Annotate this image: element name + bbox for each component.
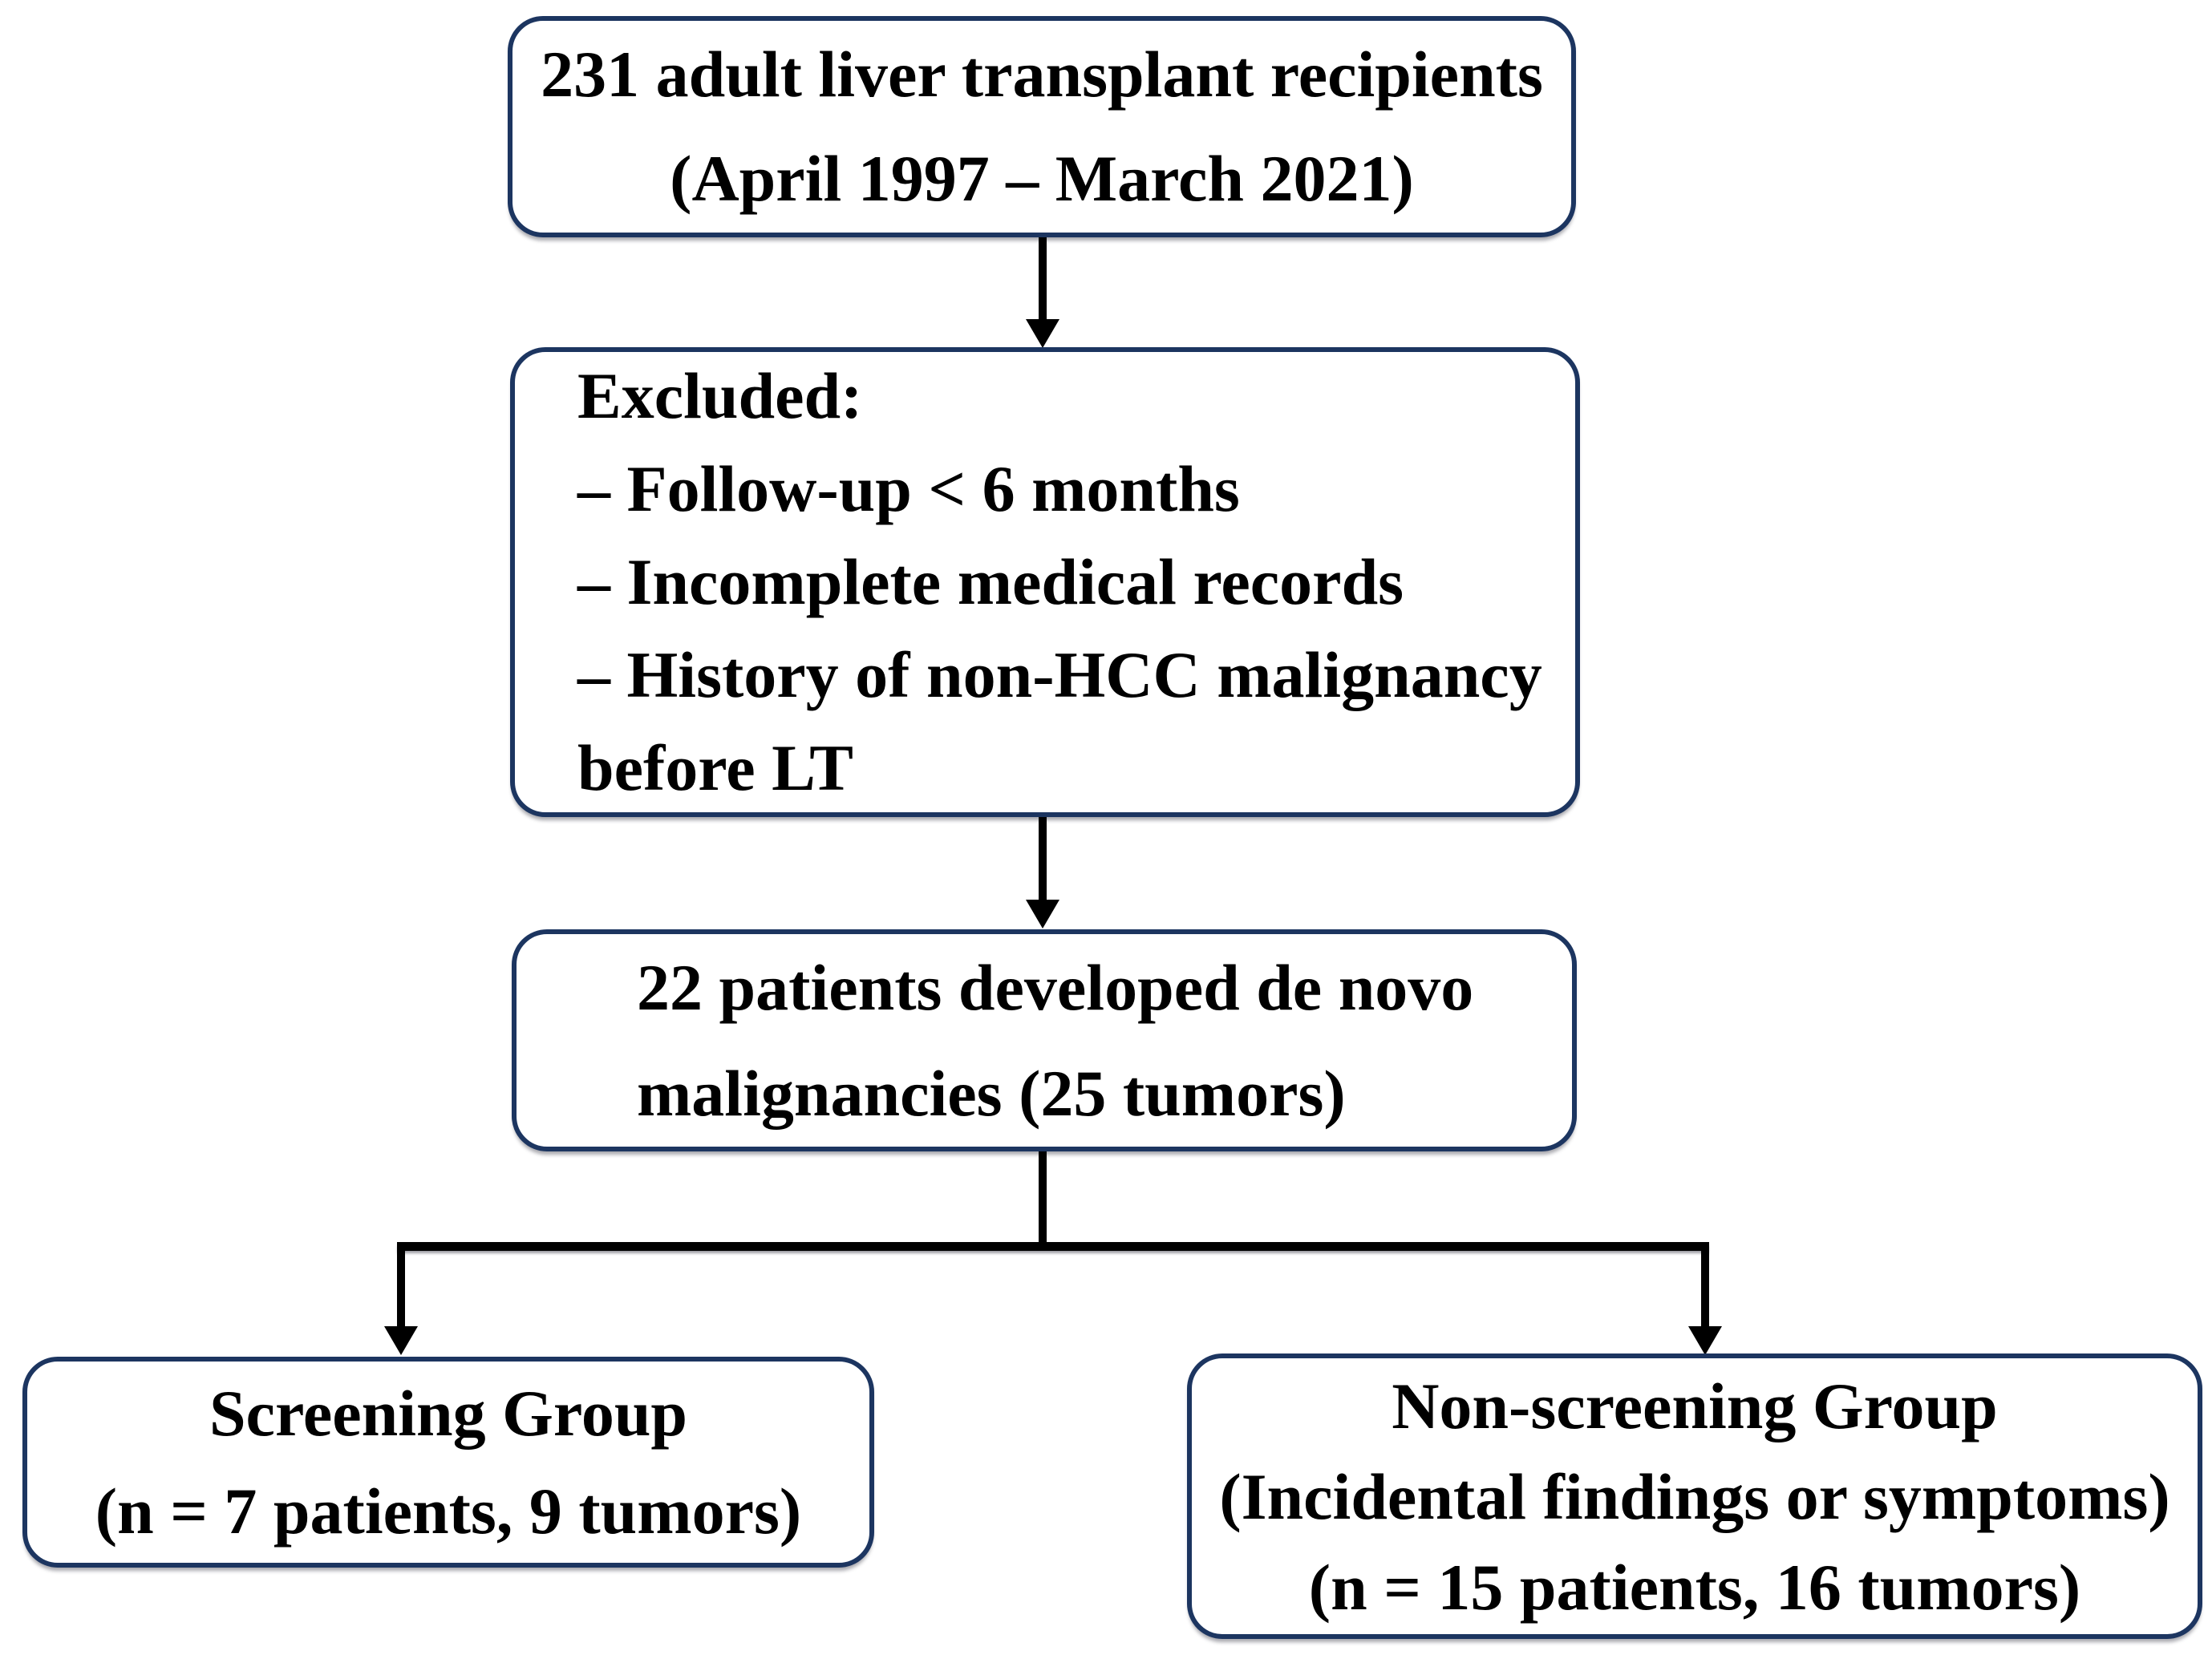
arrow-to-screening-group — [397, 1248, 405, 1328]
arrowhead-down-icon — [1026, 319, 1059, 348]
excluded-item-3: – History of non-HCC malignancy — [577, 638, 1542, 711]
nonscreening-line-2: (Incidental findings or symptoms) — [1219, 1459, 2170, 1533]
box-excluded: Excluded: – Follow-up < 6 months – Incom… — [510, 347, 1580, 817]
recipients-line-2: (April 1997 – March 2021) — [670, 142, 1414, 215]
excluded-item-1: – Follow-up < 6 months — [577, 452, 1240, 525]
arrowhead-down-icon — [1026, 900, 1059, 929]
nonscreening-line-3: (n = 15 patients, 16 tumors) — [1308, 1550, 2081, 1624]
nonscreening-line-1: Non-screening Group — [1392, 1369, 1998, 1442]
screening-line-1: Screening Group — [209, 1376, 688, 1450]
branch-stem-line — [1039, 1151, 1047, 1246]
arrowhead-down-icon — [384, 1326, 418, 1355]
excluded-item-2: – Incomplete medical records — [577, 545, 1404, 618]
excluded-item-3-continued: before LT — [577, 731, 853, 804]
arrow-excluded-to-denovo — [1039, 817, 1047, 901]
box-denovo-malignancies: 22 patients developed de novo malignanci… — [512, 929, 1577, 1151]
recipients-line-1: 231 adult liver transplant recipients — [541, 38, 1543, 111]
arrowhead-down-icon — [1688, 1326, 1722, 1355]
screening-line-2: (n = 7 patients, 9 tumors) — [95, 1474, 802, 1548]
denovo-line-1: 22 patients developed de novo — [637, 950, 1474, 1024]
arrow-recipients-to-excluded — [1039, 237, 1047, 321]
box-nonscreening-group: Non-screening Group (Incidental findings… — [1187, 1353, 2202, 1639]
excluded-title: Excluded: — [577, 359, 863, 432]
arrow-to-nonscreening-group — [1701, 1248, 1709, 1328]
box-screening-group: Screening Group (n = 7 patients, 9 tumor… — [22, 1357, 874, 1568]
denovo-line-2: malignancies (25 tumors) — [637, 1056, 1346, 1130]
box-recipients: 231 adult liver transplant recipients (A… — [508, 16, 1576, 237]
branch-horizontal-line — [397, 1242, 1709, 1251]
